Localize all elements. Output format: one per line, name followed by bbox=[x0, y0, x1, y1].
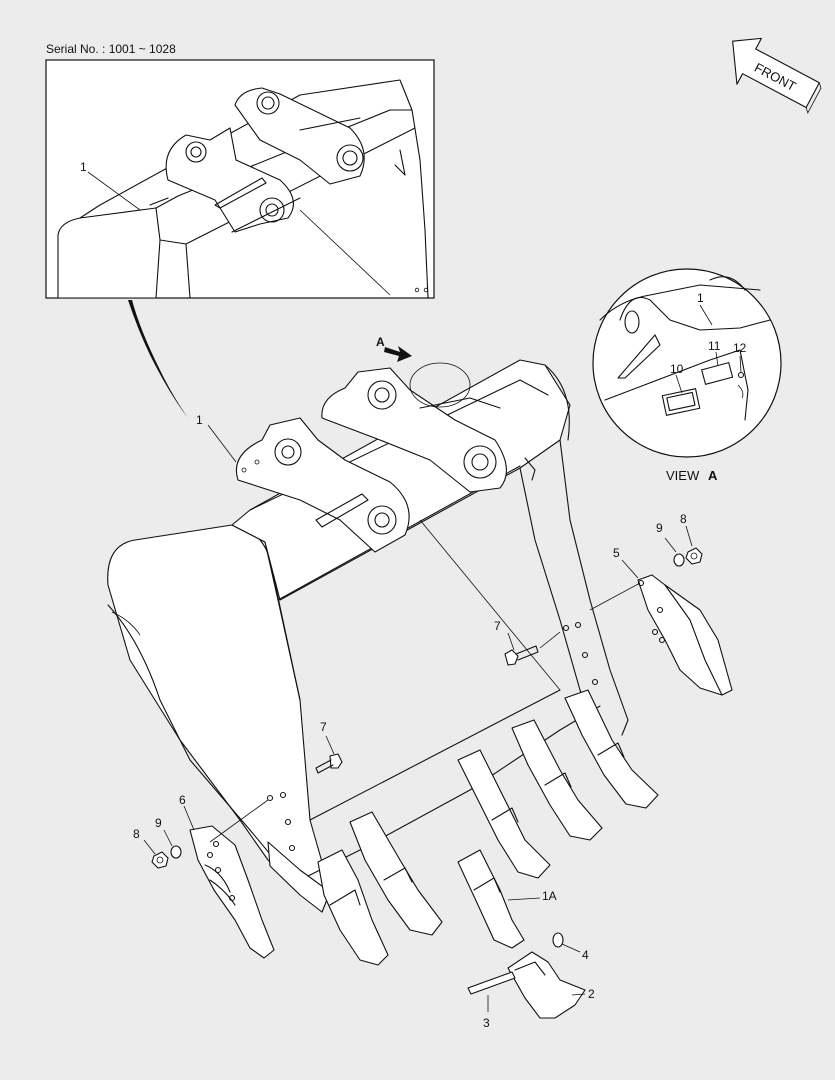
view-a-detail: 1 10 11 12 VIEW A bbox=[592, 268, 782, 483]
bolt-upper: 7 bbox=[494, 619, 561, 666]
view-callout-1: 1 bbox=[697, 291, 704, 305]
callout-8-left: 8 bbox=[133, 827, 140, 841]
callout-8-right: 8 bbox=[680, 512, 687, 526]
main-callout-1: 1 bbox=[196, 413, 203, 427]
callout-12: 12 bbox=[733, 341, 747, 355]
view-label: VIEW bbox=[666, 468, 700, 483]
serial-number-text: Serial No. : 1001 ~ 1028 bbox=[46, 42, 176, 56]
bucket-teeth: 1A 2 3 4 bbox=[317, 689, 659, 1030]
callout-5: 5 bbox=[613, 546, 620, 560]
right-side-cutter: 5 9 8 bbox=[589, 512, 733, 696]
front-arrow: FRONT bbox=[732, 37, 822, 114]
bolt-lower: 7 bbox=[315, 720, 343, 774]
inset-connector-arrow bbox=[128, 300, 188, 418]
callout-10: 10 bbox=[670, 362, 684, 376]
callout-9-right: 9 bbox=[656, 521, 663, 535]
callout-7-lower: 7 bbox=[320, 720, 327, 734]
callout-1A: 1A bbox=[542, 889, 557, 903]
arrow-letter-a: A bbox=[376, 335, 385, 349]
callout-11: 11 bbox=[708, 339, 721, 353]
left-side-cutter: 6 8 9 bbox=[133, 793, 275, 959]
inset-detail: 1 bbox=[45, 59, 435, 299]
bucket-main: A 1 bbox=[107, 335, 629, 913]
callout-6: 6 bbox=[179, 793, 186, 807]
inset-callout-1: 1 bbox=[80, 160, 87, 174]
view-letter: A bbox=[708, 468, 718, 483]
callout-7-upper: 7 bbox=[494, 619, 501, 633]
callout-4: 4 bbox=[582, 948, 589, 962]
callout-2: 2 bbox=[588, 987, 595, 1001]
callout-3: 3 bbox=[483, 1016, 490, 1030]
callout-9-left: 9 bbox=[155, 816, 162, 830]
